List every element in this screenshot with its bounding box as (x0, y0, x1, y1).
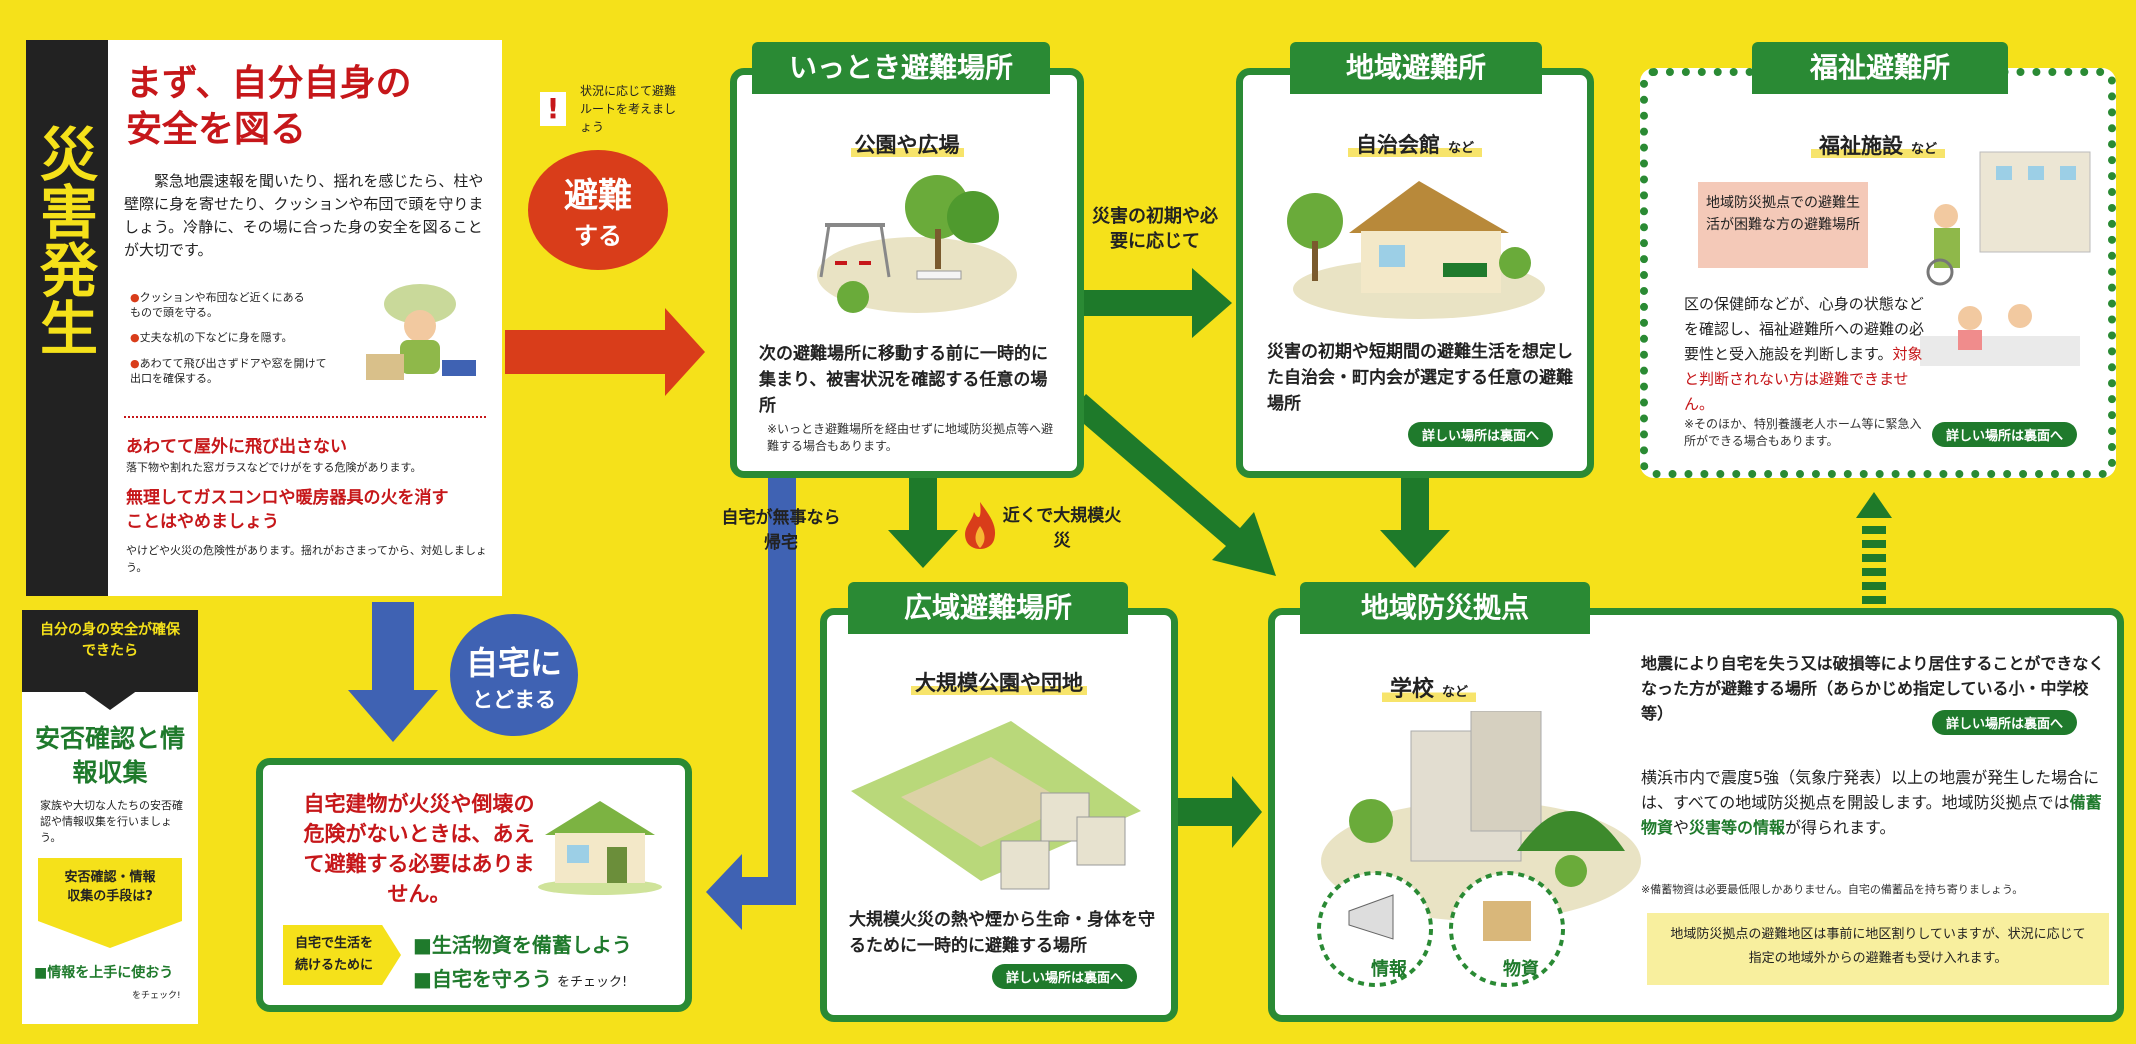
base-subhead: 学校など (1359, 671, 1499, 703)
person-protecting-head-illustration (366, 284, 476, 380)
green-arrow-local-to-base (1380, 478, 1450, 568)
blue-arrow-home (706, 478, 796, 930)
home-box-item1: ■生活物資を備蓄しよう (413, 933, 632, 957)
temp-note: ※いっとき避難場所を経由せずに地域防災拠点等へ避難する場合もあります。 (767, 422, 1054, 453)
safety-check-means-arrow: 安否確認・情報収集の手段は? (38, 858, 182, 948)
temp-subhead: 公園や広場 (737, 129, 1077, 159)
welfare-shelter-box: 福祉施設など 地域防災拠点での避難生活が困難な方の避難場所 区の保健師などが、心… (1640, 68, 2116, 478)
base-note: ※備蓄物資は必要最低限しかありません。自宅の備蓄品を持ち寄りましょう。 (1641, 883, 2024, 896)
green-arrow-to-local (1084, 268, 1232, 338)
evacuate-circle: 避難 する (528, 150, 668, 270)
home-box-item2: ■自宅を守ろう をチェック! (413, 967, 628, 991)
park-illustration (817, 175, 1017, 313)
welfare-details-button[interactable]: 詳しい場所は裏面へ (1932, 422, 2078, 447)
dashed-arrow-to-welfare (1856, 492, 1892, 604)
base-details-button[interactable]: 詳しい場所は裏面へ (1932, 710, 2078, 735)
safety-title-line2: 安全を図る (126, 109, 307, 150)
label-home-safe: 自宅が無事なら帰宅 (721, 508, 841, 553)
welfare-subhead: 福祉施設など (1648, 130, 2108, 160)
warn1-title: あわてて屋外に飛び出さない (126, 437, 347, 457)
safety-bullet-3: ●あわてて飛び出さずドアや窓を開けて出口を確保する。 (130, 357, 327, 385)
disaster-title: 災害発生 (30, 124, 98, 356)
base-circle-label-2: 物資 (1503, 959, 1539, 980)
safety-check-header: 自分の身の安全が確保できたら (22, 610, 198, 692)
community-hall-illustration (1287, 181, 1545, 319)
green-arrow-to-base-diagonal (1070, 394, 1276, 576)
safety-panel: まず、自分自身の 安全を図る 緊急地震速報を聞いたり、揺れを感じたら、柱や壁際に… (108, 40, 502, 596)
welfare-body: 区の保健師などが、心身の状態などを確認し、福祉避難所への避難の必要性と受入施設を… (1684, 295, 1925, 413)
welfare-note: ※そのほか、特別養護老人ホーム等に緊急入所ができる場合もあります。 (1684, 417, 1922, 448)
local-body: 災害の初期や短期間の避難生活を想定した自治会・町内会が選定する任意の避難場所 (1267, 342, 1573, 414)
wide-details-button[interactable]: 詳しい場所は裏面へ (992, 964, 1138, 989)
welfare-shelter-tab: 福祉避難所 (1752, 42, 2008, 94)
safety-check-body: 家族や大切な人たちの安否確認や情報収集を行いましょう。 (40, 799, 183, 844)
local-shelter-tab: 地域避難所 (1290, 42, 1542, 94)
base-body-1: 地震により自宅を失う又は破損等により居住することができなくなった方が避難する場所… (1641, 654, 2105, 723)
safety-check-footer: ■情報を上手に使おう (34, 965, 174, 981)
bullet-dot-icon: ● (130, 331, 140, 344)
safety-body: 緊急地震速報を聞いたり、揺れを感じたら、柱や壁際に身を寄せたり、クッションや布団… (124, 172, 484, 259)
stay-home-circle: 自宅に とどまる (450, 614, 578, 736)
base-tab: 地域防災拠点 (1300, 582, 1590, 634)
large-park-housing-illustration (851, 721, 1141, 890)
base-body-2: 横浜市内で震度5強（気象庁発表）以上の地震が発生した場合には、すべての地域防災拠… (1641, 768, 2102, 837)
safety-bullet-2: ●丈夫な机の下などに身を隠す。 (130, 331, 293, 344)
safety-title-line1: まず、自分自身の (126, 63, 412, 104)
wide-subhead: 大規模公園や団地 (827, 667, 1171, 697)
label-big-fire: 近くで大規模火災 (1002, 506, 1122, 551)
safety-check-footer-small: をチェック! (132, 991, 181, 1001)
temporary-evacuation-site-box: 公園や広場 次の避難場所に移動する前に一時的に集まり、被害状況を確認する任意の場… (730, 68, 1084, 478)
home-box-text: 自宅建物が火災や倒壊の危険がないときは、あえて避難する必要はありません。 (303, 792, 535, 906)
label-early-need: 災害の初期や必要に応じて (1092, 206, 1218, 252)
red-arrow-right (505, 308, 705, 396)
disaster-occurrence-bar: 災害発生 (26, 40, 108, 596)
warn1-text: 落下物や割れた窓ガラスなどでけがをする危険があります。 (126, 461, 422, 474)
local-details-button[interactable]: 詳しい場所は裏面へ (1408, 422, 1554, 447)
exclamation-icon: ! (540, 92, 566, 126)
home-box-tag: 自宅で生活を続けるために (283, 925, 401, 985)
bullet-dot-icon: ● (130, 291, 140, 304)
green-arrow-to-wide (888, 478, 958, 568)
dotted-divider (124, 416, 486, 418)
wide-body: 大規模火災の熱や煙から生命・身体を守るために一時的に避難する場所 (849, 910, 1155, 956)
school-illustration (1317, 711, 1641, 987)
local-shelter-box: 自治会館など 災害の初期や短期間の避難生活を想定した自治会・町内会が選定する任意… (1236, 68, 1594, 478)
temp-site-tab: いっとき避難場所 (752, 42, 1050, 94)
base-circle-label-1: 情報 (1371, 959, 1407, 980)
welfare-callout: 地域防災拠点での避難生活が困難な方の避難場所 (1698, 182, 1868, 268)
wide-area-evacuation-box: 大規模公園や団地 大規模火災の熱や煙から生命・身体を守るために一時的に避難する場… (820, 608, 1178, 1022)
house-illustration (538, 801, 662, 895)
local-subhead: 自治会館など (1243, 129, 1587, 159)
stay-home-box: 自宅建物が火災や倒壊の危険がないときは、あえて避難する必要はありません。 自宅で… (256, 758, 692, 1012)
safety-bullet-1: ●クッションや布団など近くにあるもので頭を守る。 (130, 291, 305, 319)
disaster-base-box: 学校など 情報 物資 地震により自宅を失う又は破損等により居住することができなく… (1268, 608, 2124, 1022)
wide-area-tab: 広域避難場所 (848, 582, 1128, 634)
temp-body: 次の避難場所に移動する前に一時的に集まり、被害状況を確認する任意の場所 (759, 344, 1048, 416)
header-pointer (82, 690, 138, 710)
bullet-dot-icon: ● (130, 357, 140, 370)
route-note: 状況に応じて避難ルートを考えましょう (580, 84, 677, 134)
blue-arrow-down (348, 602, 438, 742)
warn2-title: 無理してガスコンロや暖房器具の火を消すことはやめましょう (126, 488, 449, 532)
warn2-text: やけどや火災の危険性があります。揺れがおさまってから、対処しましょう。 (126, 544, 487, 574)
fire-icon (962, 500, 998, 552)
safety-check-title: 安否確認と情報収集 (34, 724, 185, 787)
green-arrow-wide-to-base (1178, 776, 1262, 848)
safety-check-panel: 自分の身の安全が確保できたら 安否確認と情報収集 家族や大切な人たちの安否確認や… (22, 610, 198, 1024)
welfare-facility-illustration (1920, 151, 2091, 366)
base-footer: 地域防災拠点の避難地区は事前に地区割りしていますが、状況に応じて指定の地域外から… (1647, 913, 2109, 985)
